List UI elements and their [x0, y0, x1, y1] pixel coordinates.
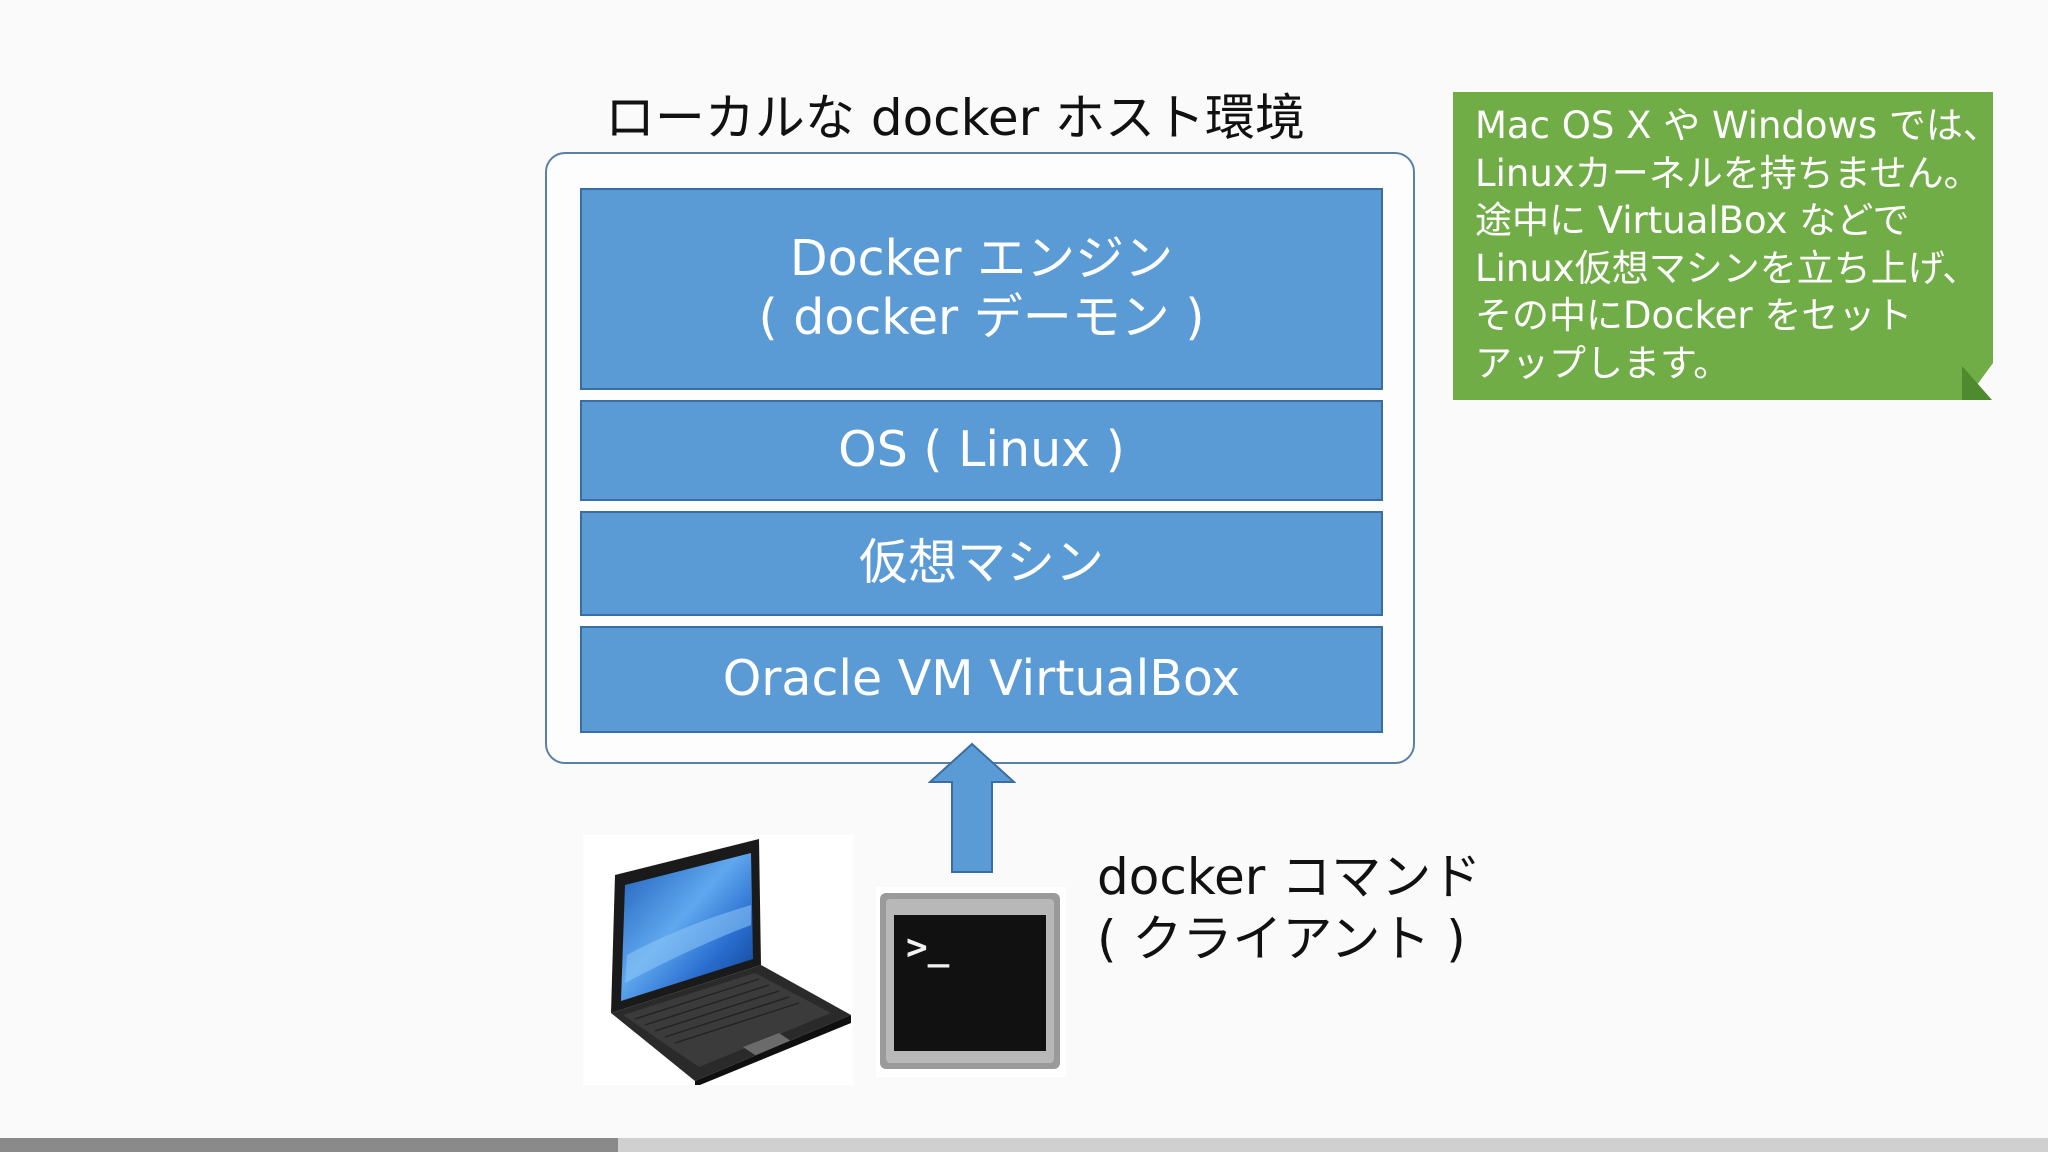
virtualbox-label: Oracle VM VirtualBox	[723, 650, 1241, 709]
docker-command-label: docker コマンド	[1097, 846, 1481, 908]
virtual-machine-label: 仮想マシン	[859, 534, 1104, 593]
docker-daemon-label: ( docker デーモン )	[759, 289, 1205, 348]
client-label: ( クライアント )	[1097, 908, 1481, 970]
progress-bar	[0, 1138, 2048, 1152]
note-line-6: アップします。	[1475, 340, 1979, 388]
laptop-icon	[583, 835, 853, 1085]
note-line-3: 途中に VirtualBox などで	[1475, 197, 1979, 245]
progress-bar-fill	[0, 1138, 618, 1152]
note-line-4: Linux仮想マシンを立ち上げ、	[1475, 245, 1979, 293]
terminal-icon: >_	[876, 887, 1066, 1077]
os-layer: OS ( Linux )	[580, 400, 1383, 501]
note-line-2: Linuxカーネルを持ちません。	[1475, 150, 1979, 198]
note-line-1: Mac OS X や Windows では、	[1475, 102, 1979, 150]
docker-engine-layer: Docker エンジン ( docker デーモン )	[580, 188, 1383, 390]
host-environment-title: ローカルな docker ホスト環境	[540, 78, 1370, 150]
virtual-machine-layer: 仮想マシン	[580, 511, 1383, 616]
sticky-note: Mac OS X や Windows では、 Linuxカーネルを持ちません。 …	[1453, 92, 1993, 400]
virtualbox-layer: Oracle VM VirtualBox	[580, 626, 1383, 733]
note-line-5: その中にDocker をセット	[1475, 292, 1979, 340]
docker-client-label: docker コマンド ( クライアント )	[1097, 846, 1481, 970]
docker-engine-label: Docker エンジン	[790, 230, 1173, 289]
os-label: OS ( Linux )	[838, 421, 1125, 480]
up-arrow-icon	[928, 742, 1016, 874]
terminal-prompt: >_	[906, 927, 950, 968]
sticky-note-fold	[1962, 366, 1992, 400]
